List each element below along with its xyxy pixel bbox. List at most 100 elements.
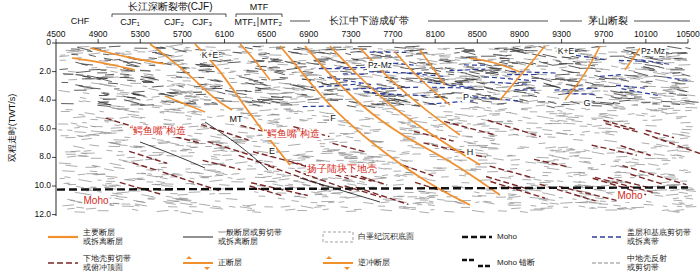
reflection-dash — [454, 156, 458, 157]
reflection-dash — [192, 99, 199, 100]
reflection-dash — [60, 178, 66, 179]
reflection-dash — [563, 207, 568, 208]
reflection-dash — [685, 198, 693, 200]
reflection-dash — [404, 192, 413, 193]
reflection-dash — [483, 137, 495, 139]
reflection-dash — [486, 163, 497, 164]
reflection-dash — [339, 197, 346, 198]
reflection-dash — [579, 175, 587, 176]
reflection-dash — [683, 103, 695, 105]
reflection-dash — [437, 168, 447, 169]
reflection-dash — [185, 168, 190, 169]
reflection-dash — [247, 137, 253, 138]
reflection-dash — [137, 51, 145, 52]
reflection-dash — [545, 180, 554, 182]
reflection-dash — [248, 115, 260, 117]
reflection-dash — [667, 174, 674, 175]
reflection-dash — [548, 136, 556, 137]
reflection-dash — [84, 150, 91, 152]
reflection-dash — [158, 56, 164, 58]
reflection-dash — [372, 74, 382, 76]
reflection-dash — [78, 174, 86, 176]
reflection-dash — [189, 93, 193, 94]
reflection-dash — [488, 148, 498, 149]
reflection-dash — [267, 69, 274, 70]
reflection-dash — [568, 117, 579, 118]
reflection-dash — [192, 112, 196, 114]
reflection-dash — [598, 116, 609, 118]
reflection-dash — [371, 54, 381, 55]
reflection-dash — [111, 71, 118, 72]
reflection-dash — [500, 177, 511, 179]
reflection-dash — [599, 85, 604, 87]
reflection-dash — [611, 166, 617, 167]
reflection-dash — [229, 206, 235, 208]
reflection-dash — [74, 127, 80, 128]
reflection-dash — [547, 168, 559, 169]
reflection-dash — [152, 138, 156, 140]
reflection-dash — [441, 176, 449, 177]
reflection-dash — [626, 162, 630, 163]
reflection-dash — [111, 195, 118, 197]
reflection-dash — [589, 202, 601, 204]
reflection-dash — [348, 196, 361, 197]
reflection-dash — [58, 129, 62, 130]
reflection-dash — [685, 110, 692, 111]
reflection-dash — [475, 85, 486, 86]
reflection-dash — [573, 172, 585, 174]
reflection-dash — [171, 83, 179, 85]
reflection-dash — [345, 46, 353, 48]
reflection-dash — [540, 74, 547, 76]
reflection-dash — [393, 170, 401, 171]
reflection-dash — [440, 62, 453, 64]
reflection-dash — [399, 208, 410, 209]
reflection-dash — [619, 121, 623, 122]
reflection-dash — [380, 210, 392, 211]
reflection-dash — [180, 199, 191, 201]
reflection-dash — [492, 114, 499, 116]
reflection-dash — [477, 145, 488, 146]
reflection-dash — [682, 129, 692, 130]
reflection-dash — [597, 207, 606, 208]
reflection-dash — [211, 159, 220, 160]
reflection-dash — [554, 159, 559, 160]
reflection-dash — [520, 146, 529, 148]
reflection-dash — [412, 153, 420, 154]
reflection-dash — [412, 127, 421, 128]
reflection-dash — [665, 91, 673, 93]
reflection-dash — [360, 153, 367, 154]
reflection-dash — [599, 53, 607, 54]
reflection-dash — [419, 212, 429, 213]
reflection-dash — [286, 110, 292, 111]
reflection-dash — [236, 75, 242, 77]
reflection-dash — [666, 113, 678, 114]
reflection-dash — [641, 82, 649, 83]
reflection-dash — [110, 163, 122, 165]
reflection-dash — [175, 144, 183, 146]
reflection-dash — [213, 154, 220, 155]
reflection-dash — [520, 211, 528, 213]
reflection-dash — [429, 197, 434, 199]
reflection-dash — [547, 97, 559, 99]
reflection-dash — [146, 99, 153, 101]
reflection-dash — [526, 122, 537, 123]
reflection-dash — [551, 150, 562, 151]
reflection-dash — [679, 94, 686, 95]
reflection-dash — [472, 108, 477, 110]
reflection-dash — [281, 206, 290, 208]
reflection-dash — [537, 157, 549, 159]
reflection-dash — [364, 158, 374, 159]
reflection-dash — [224, 68, 229, 69]
reflection-dash — [120, 84, 132, 86]
reflection-dash — [394, 175, 400, 177]
reflection-dash — [405, 104, 411, 105]
reflection-dash — [628, 88, 635, 90]
reflection-dash — [671, 85, 677, 86]
reflection-dash — [604, 140, 617, 142]
reflection-dash — [658, 93, 667, 95]
reflection-dash — [91, 158, 102, 159]
reflection-dash — [526, 169, 531, 171]
reflection-dash — [509, 176, 514, 177]
reflection-dash — [605, 209, 617, 210]
reflection-dash — [493, 158, 503, 160]
